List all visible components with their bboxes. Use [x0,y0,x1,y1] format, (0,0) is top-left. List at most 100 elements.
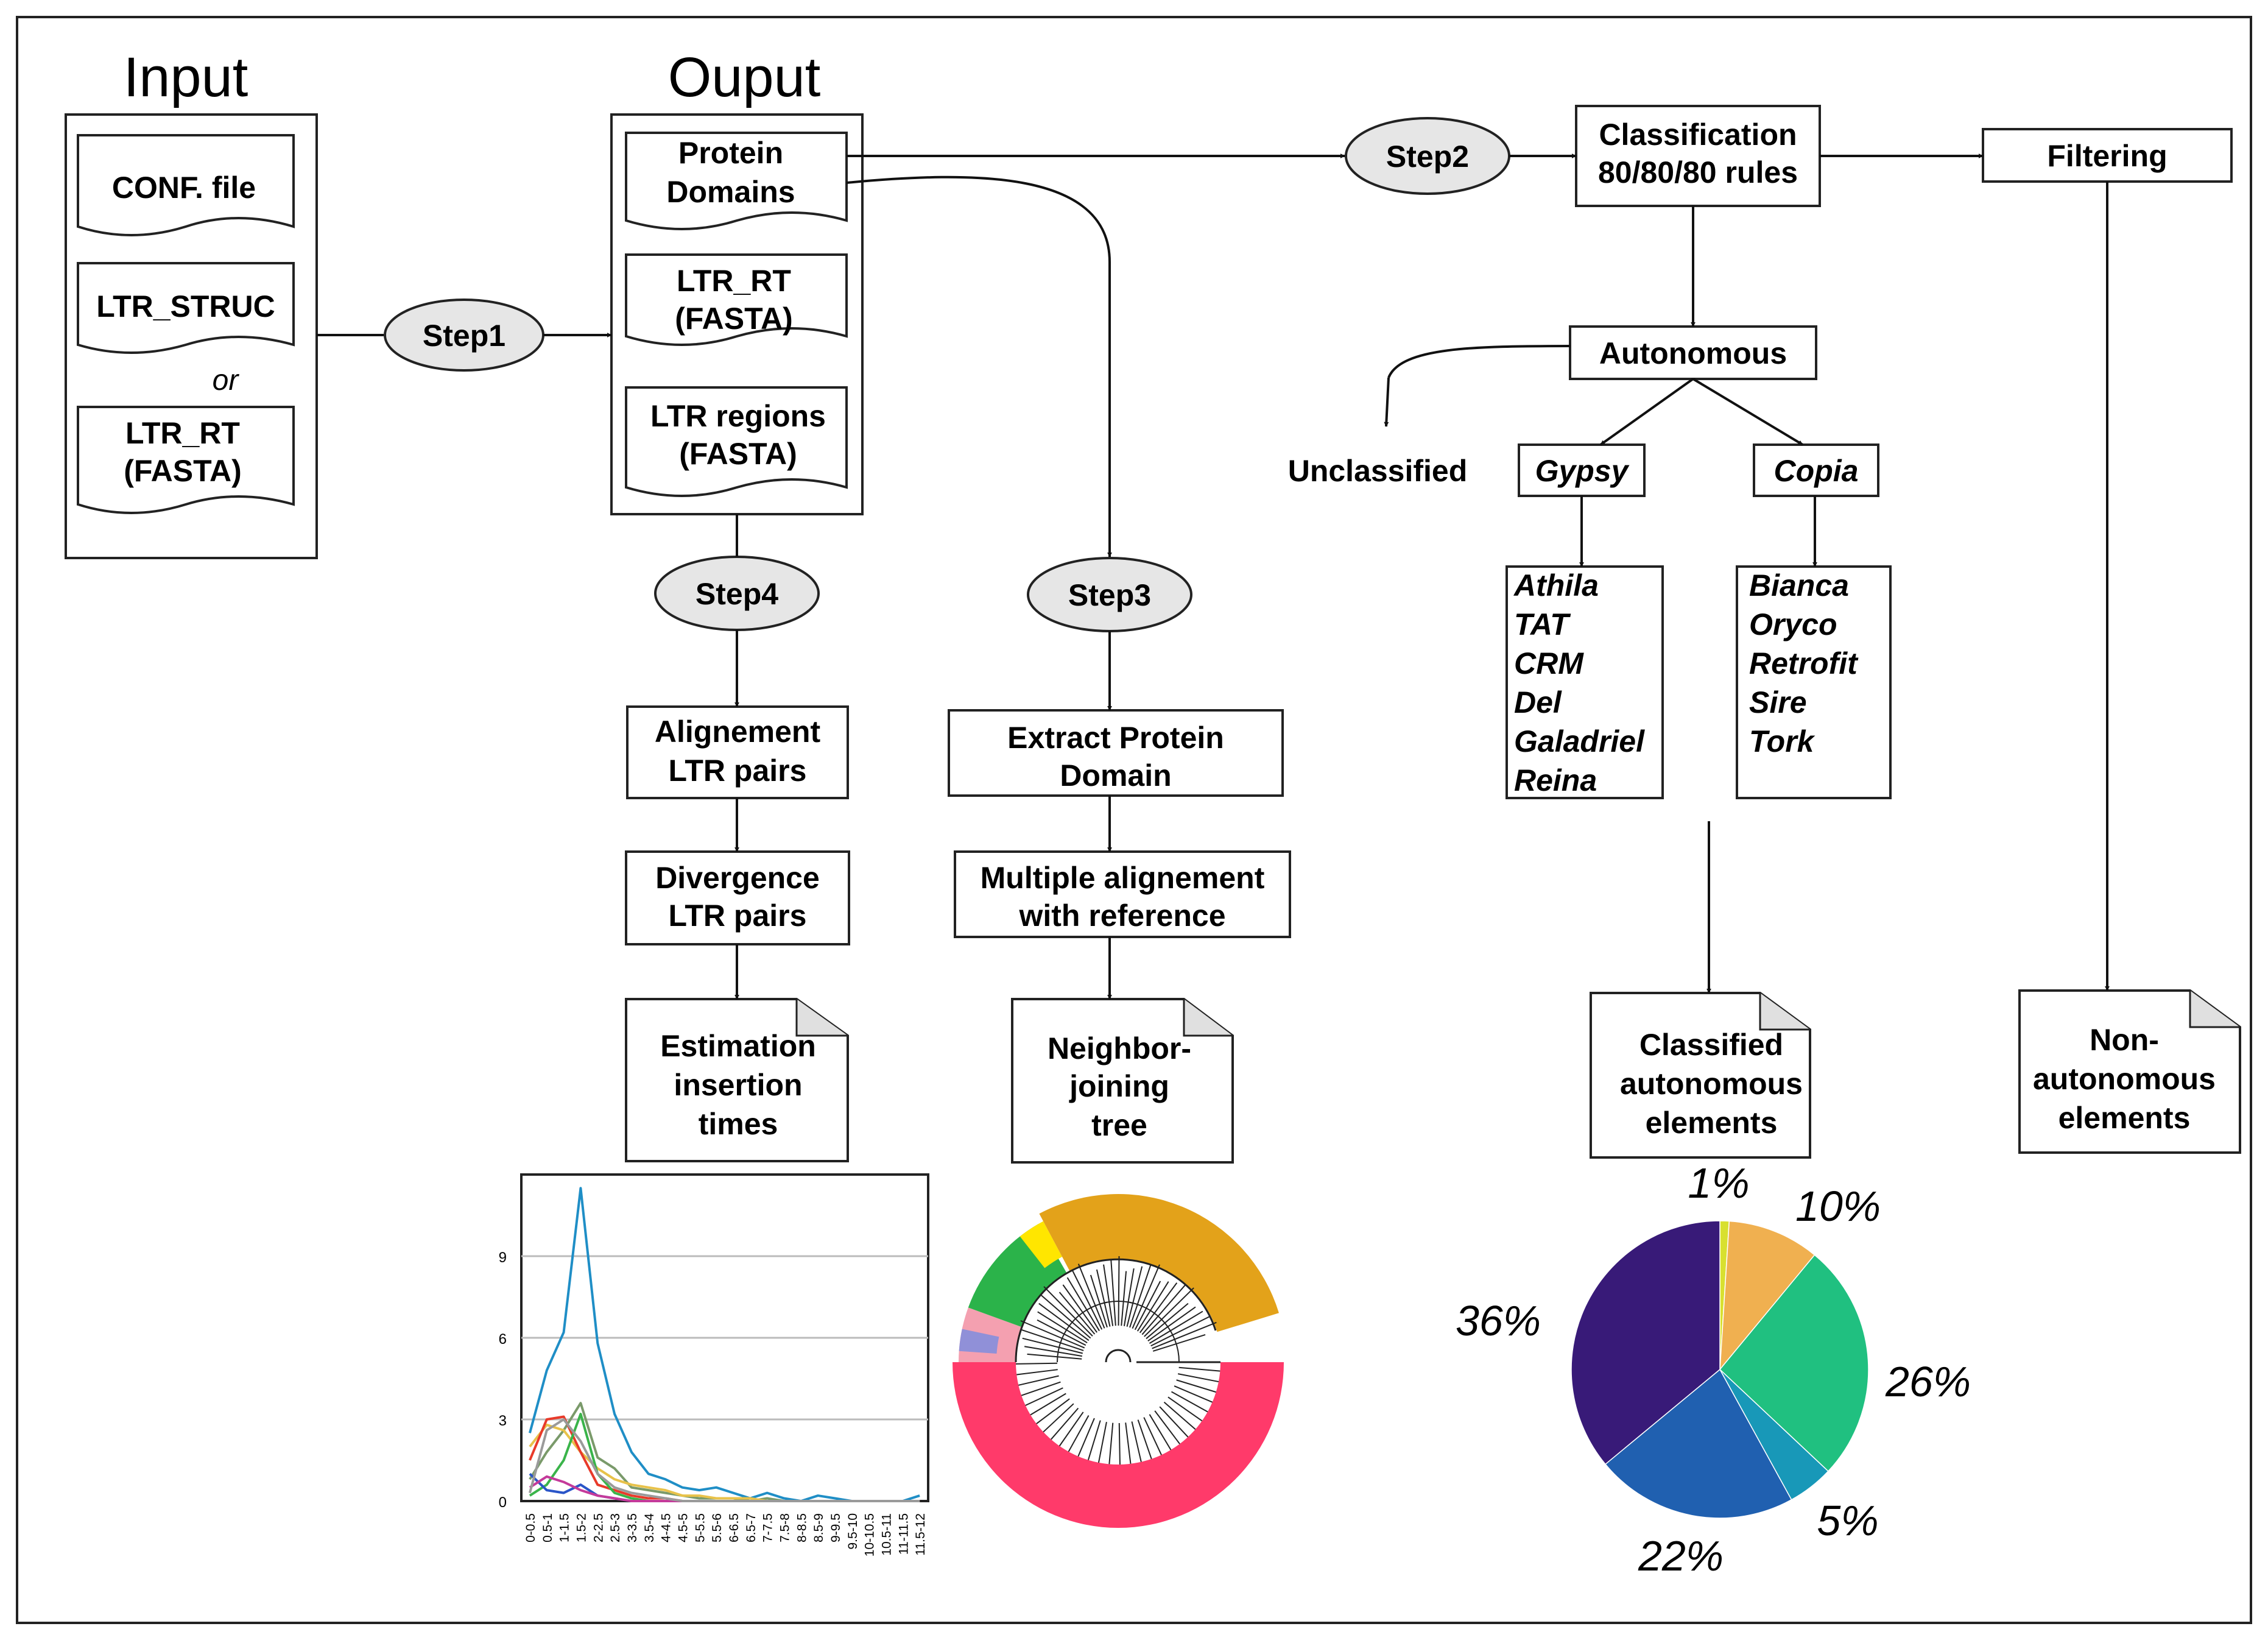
x-tick-label: 3-3.5 [625,1513,639,1542]
divergence-pairs-label: LTR pairs [669,899,807,933]
tree-branch [1144,1287,1194,1337]
classified-elements-label: elements [1646,1106,1778,1140]
tree-branch [1077,1263,1105,1329]
tree-branch [1103,1264,1114,1326]
x-tick-label: 10.5-11 [879,1513,893,1556]
alignment-pairs-label: LTR pairs [669,754,807,788]
x-tick-label: 1.5-2 [574,1513,588,1542]
tree-branch [1137,1419,1152,1460]
lineage-name: Galadriel [1514,724,1645,758]
chart-series-line-8 [528,1418,920,1502]
pie-label: 36% [1456,1297,1541,1344]
tree-branch [1108,1422,1114,1465]
tree-label: tree [1091,1108,1147,1142]
y-tick-label: 3 [499,1413,507,1429]
x-tick-label: 2.5-3 [608,1513,622,1542]
tree-branch [1132,1264,1160,1329]
non-label: Non- [2090,1023,2159,1057]
tree-clade-blue [959,1329,999,1354]
tree-branch [1030,1393,1066,1416]
ltr-struc-label: LTR_STRUC [96,289,275,323]
x-tick-label: 5-5.5 [693,1513,707,1542]
classified-doc [1590,992,1811,1159]
x-tick-label: 7.5-8 [778,1513,792,1542]
tree-branch [1024,1346,1082,1357]
step3-label: Step3 [1068,578,1151,612]
tree-branch [1058,1291,1096,1335]
pie-slice [1604,1368,1792,1519]
x-tick-label: 11.5-12 [914,1513,928,1556]
tree-branch [1021,1329,1084,1351]
ltr-regions-label: LTR regions [650,399,826,433]
divergence-label: Divergence [655,861,820,895]
ltr-struc-doc [77,262,295,354]
pie-label: 5% [1817,1497,1878,1544]
divergence-box [625,850,850,945]
copia-label: Copia [1774,454,1859,488]
multiple-alignment-label: Multiple alignement [981,861,1265,895]
multiple-alignment-box [954,850,1291,938]
tree-branch [1040,1295,1091,1339]
tree-branch [1171,1391,1208,1413]
outer-frame [16,16,2252,1624]
arrow-autonomous-copia [1692,378,1804,446]
x-tick-label: 8.5-9 [812,1513,826,1542]
non-autonomous-doc [2018,989,2241,1154]
tree-branch [1021,1381,1061,1396]
non-elements-label: elements [2058,1101,2191,1135]
tree-branch [1143,1417,1162,1455]
lineage-name: CRM [1514,646,1584,680]
lineage-name: Del [1514,685,1562,719]
x-tick-label: 9-9.5 [829,1513,843,1542]
x-tick-label: 7-7.5 [761,1513,775,1542]
output-heading: Ouput [668,46,821,108]
tree-branch [1174,1385,1213,1403]
estimation-label: Estimation [660,1029,816,1063]
classification-pie-chart: 1%10%26%5%22%36% [1456,1159,1971,1580]
y-tick-label: 9 [499,1249,507,1266]
tree-branch [1022,1337,1083,1354]
autonomous-label: Autonomous [1599,336,1787,370]
tree-branch [1134,1281,1161,1330]
tree-branch [1152,1321,1217,1349]
tree-branch [1178,1366,1220,1372]
x-tick-label: 6.5-7 [744,1513,758,1542]
x-tick-label: 10-10.5 [863,1513,877,1556]
line-autonomous-unclassified [1387,345,1571,378]
step1-label: Step1 [423,319,505,353]
lineage-name: Athila [1513,568,1599,602]
tree-branch [1018,1375,1059,1386]
nj-doc-fold [1183,999,1233,1037]
input-heading: Input [124,46,248,108]
pie-label: 26% [1885,1358,1971,1405]
tree-branch [1136,1281,1169,1332]
tree-branch [1037,1311,1088,1344]
pie-label: 1% [1688,1159,1749,1207]
input-ltr-rt-doc [77,406,295,514]
filtering-box [1982,128,2233,183]
connectors [317,154,2110,1000]
tree-branch [1163,1401,1196,1430]
classification-box [1575,105,1821,207]
tree-inner-arc [1057,1301,1180,1363]
tree-branch [1090,1274,1108,1328]
tree-branch [1016,1362,1058,1365]
tree-branch [1150,1316,1210,1347]
neighbor-joining-doc [1011,998,1234,1164]
tree-clade-yellow [1020,1221,1062,1268]
step4-label: Step4 [696,577,778,611]
gypsy-label: Gypsy [1535,454,1630,488]
conf-file-label: CONF. file [112,171,256,205]
output-fasta-label: (FASTA) [675,302,792,336]
insertion-label: insertion [674,1068,802,1102]
tree-branch [1016,1369,1058,1376]
input-ltr-rt-label: LTR_RT [125,416,240,450]
lineage-name: Bianca [1749,568,1849,602]
non-autonomous-label: autonomous [2033,1062,2216,1096]
or-label: or [213,364,240,397]
tree-branch [1125,1422,1132,1464]
